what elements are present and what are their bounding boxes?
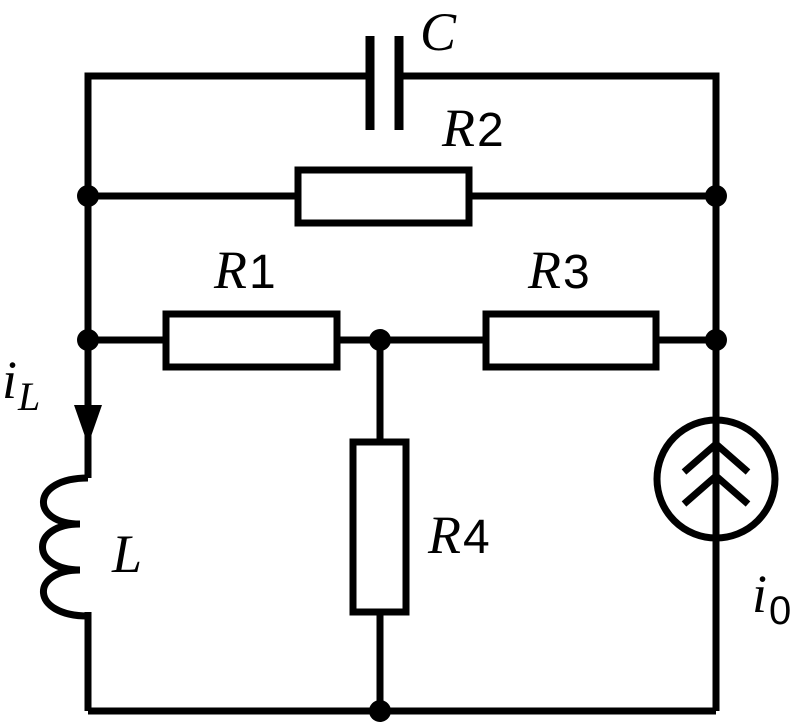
resistor-r2 (294, 166, 473, 227)
resistor-r1-label: R1 (213, 240, 276, 300)
resistor-r3-label-sub: 3 (563, 246, 590, 299)
resistor-r4-label-sub: 4 (463, 511, 490, 564)
source-current-label-sub: 0 (769, 589, 791, 633)
junction-node (705, 185, 727, 207)
inductor-label: L (111, 524, 142, 584)
inductor-current-label-sub: L (17, 374, 40, 419)
inductor-current-arrow-icon (74, 405, 102, 445)
junction-node (369, 329, 391, 351)
current-source-arrow-icon (681, 439, 751, 507)
source-current-label-main: i (752, 564, 767, 624)
capacitor-branch (84, 36, 720, 200)
resistor-r3-label-main: R (527, 240, 561, 300)
resistor-r4-label: R4 (427, 505, 490, 565)
resistor-r2-label-main: R (441, 98, 475, 158)
resistor-r2-label-sub: 2 (477, 104, 504, 157)
resistor-r4-label-main: R (427, 505, 461, 565)
inductor-current-label: iL (2, 350, 40, 419)
resistor-r3-label: R3 (527, 240, 590, 300)
resistor-r3 (482, 310, 660, 371)
wire-top-left (84, 72, 370, 200)
junction-node (77, 185, 99, 207)
junction-node (705, 329, 727, 351)
current-source (653, 416, 779, 542)
wire-top-right (399, 72, 720, 200)
junction-node (369, 700, 391, 722)
resistor-r1-label-sub: 1 (249, 246, 276, 299)
resistor-r1 (162, 310, 341, 371)
inductor-coil (39, 474, 89, 620)
r1-r3-branch (88, 310, 716, 371)
inductor-current-label-main: i (2, 350, 17, 410)
junction-node (77, 329, 99, 351)
resistor-r4 (349, 438, 410, 616)
resistor-r2-label: R2 (441, 98, 504, 158)
capacitor-label: C (420, 2, 457, 62)
source-current-label: i0 (752, 564, 791, 633)
r2-branch (88, 166, 716, 227)
r4-branch (349, 340, 410, 711)
resistor-r1-label-main: R (213, 240, 247, 300)
